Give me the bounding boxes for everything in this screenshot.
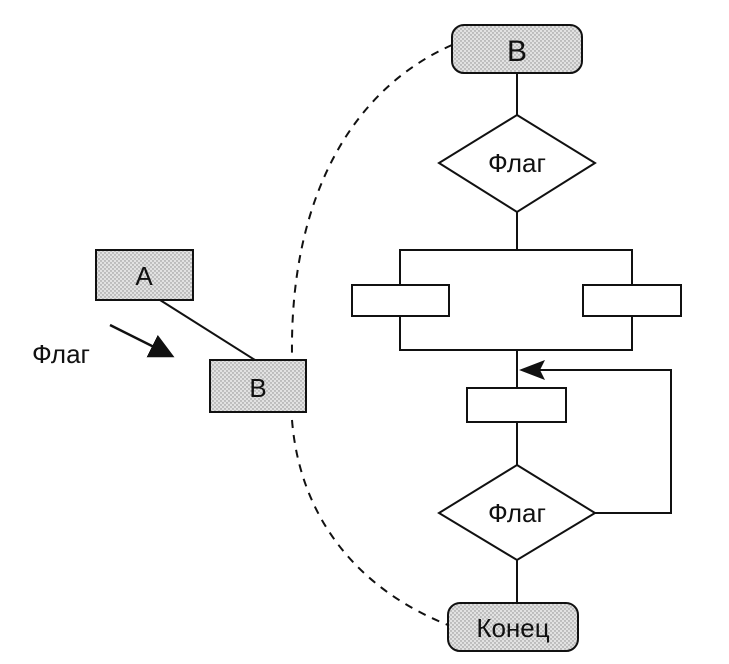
branch-frame-top bbox=[399, 249, 633, 285]
loop-back-arrowhead bbox=[519, 360, 545, 380]
end-terminal bbox=[447, 602, 579, 652]
box-a-label: A bbox=[135, 261, 153, 291]
decision-bottom-label: Флаг bbox=[488, 498, 546, 528]
flag-arrow-label: Флаг bbox=[32, 339, 90, 369]
box-a bbox=[95, 249, 194, 301]
branch-right-process bbox=[582, 284, 682, 317]
dashed-connector-top bbox=[290, 44, 453, 356]
branch-left-process bbox=[351, 284, 450, 317]
branch-frame-bottom bbox=[399, 316, 633, 351]
loop-process bbox=[466, 387, 567, 423]
box-b-left bbox=[209, 359, 307, 413]
a-to-b-line bbox=[159, 299, 256, 361]
start-terminal-label: B bbox=[507, 35, 527, 68]
loop-back-line bbox=[535, 369, 672, 514]
decision-top-label: Флаг bbox=[488, 148, 546, 178]
box-b-left-label: B bbox=[249, 373, 266, 403]
flag-arrow bbox=[109, 323, 175, 358]
end-terminal-label: Конец bbox=[476, 613, 549, 643]
dashed-connector-bottom bbox=[291, 419, 449, 626]
